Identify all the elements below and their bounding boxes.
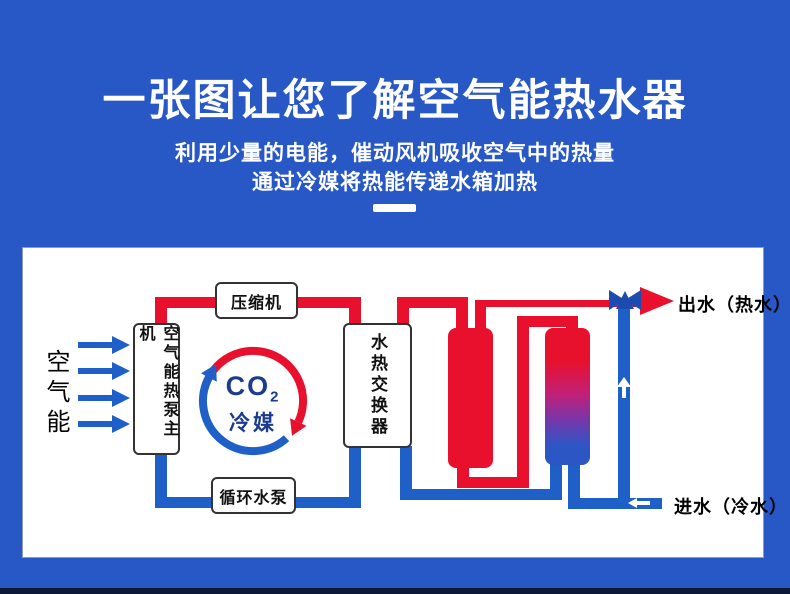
subtitle-line-1: 利用少量的电能，催动风机吸收空气中的热量: [175, 142, 615, 165]
heating-water-tank: [545, 328, 590, 465]
air-flow-arrow: [78, 415, 130, 433]
heat-pump-main-unit-label: 空气能热泵主机: [136, 325, 178, 439]
compressor-label: 压缩机: [230, 294, 282, 312]
inlet-label: 进水（冷水）: [674, 497, 788, 517]
arrow-shaft: [78, 368, 114, 374]
hot-water-outlet-arrow-icon: [640, 287, 674, 315]
subtitle-line-2: 通过冷媒将热能传递水箱加热: [252, 171, 538, 194]
arrow-head-icon: [112, 389, 130, 407]
page-title: 一张图让您了解空气能热水器: [102, 77, 688, 125]
air-flow-arrow: [78, 389, 130, 407]
air-flow-arrow: [78, 362, 130, 380]
air-energy-label: 空气能: [42, 349, 69, 439]
arrow-shaft: [78, 395, 114, 401]
refrigerant-name-label: 冷媒: [229, 412, 277, 436]
circulation-pump-box: 循环水泵: [211, 477, 296, 514]
flow-up-arrow-stem: [622, 387, 626, 398]
hot-pipe-segment: [349, 297, 361, 325]
hot-pipe-segment: [517, 316, 529, 488]
co2-label: CO2: [225, 371, 281, 406]
mixing-valve-icon: [609, 290, 641, 310]
cold-pipe-segment: [349, 446, 361, 508]
hot-pipe-segment: [457, 477, 529, 488]
cold-pipe-segment: [568, 463, 580, 509]
heat-pump-main-unit-box: 空气能热泵主机: [133, 323, 180, 455]
cold-pipe-segment: [400, 446, 412, 497]
heat-exchanger-label: 水热交换器: [368, 333, 387, 438]
cold-pipe-bypass: [618, 303, 630, 509]
heat-exchanger-box: 水热交换器: [343, 323, 412, 448]
refrigerant-cycle-arrows-icon: [198, 346, 308, 456]
refrigerant-cycle-circle: CO2 冷媒: [193, 341, 313, 461]
title-underline-dash: [373, 204, 416, 212]
cold-pipe-segment: [550, 463, 562, 500]
outlet-label: 出水（热水）: [678, 295, 790, 315]
cold-pipe-segment: [568, 498, 662, 509]
hot-pipe-segment: [475, 300, 486, 330]
arrow-head-icon: [112, 415, 130, 433]
hot-pipe-segment: [397, 297, 468, 308]
air-flow-arrow: [78, 336, 130, 354]
hot-pipe-segment: [517, 316, 578, 327]
arrow-shaft: [78, 421, 114, 427]
flow-up-arrow-icon: [617, 377, 631, 387]
hot-pipe-segment: [475, 300, 642, 307]
arrow-shaft: [78, 342, 114, 348]
arrow-head-icon: [112, 362, 130, 380]
refrigerant-text: CO2 冷媒: [193, 371, 313, 437]
flow-left-arrow-icon: [628, 498, 637, 508]
arrow-head-icon: [112, 336, 130, 354]
hot-pipe-segment: [456, 297, 468, 330]
hot-water-tank: [448, 328, 493, 468]
cold-pipe-segment: [155, 453, 167, 503]
cold-pipe-segment: [400, 489, 562, 500]
compressor-box: 压缩机: [215, 282, 298, 319]
circulation-pump-label: 循环水泵: [219, 489, 288, 507]
footer-bar: [0, 588, 790, 594]
flow-left-arrow-stem: [637, 501, 650, 505]
